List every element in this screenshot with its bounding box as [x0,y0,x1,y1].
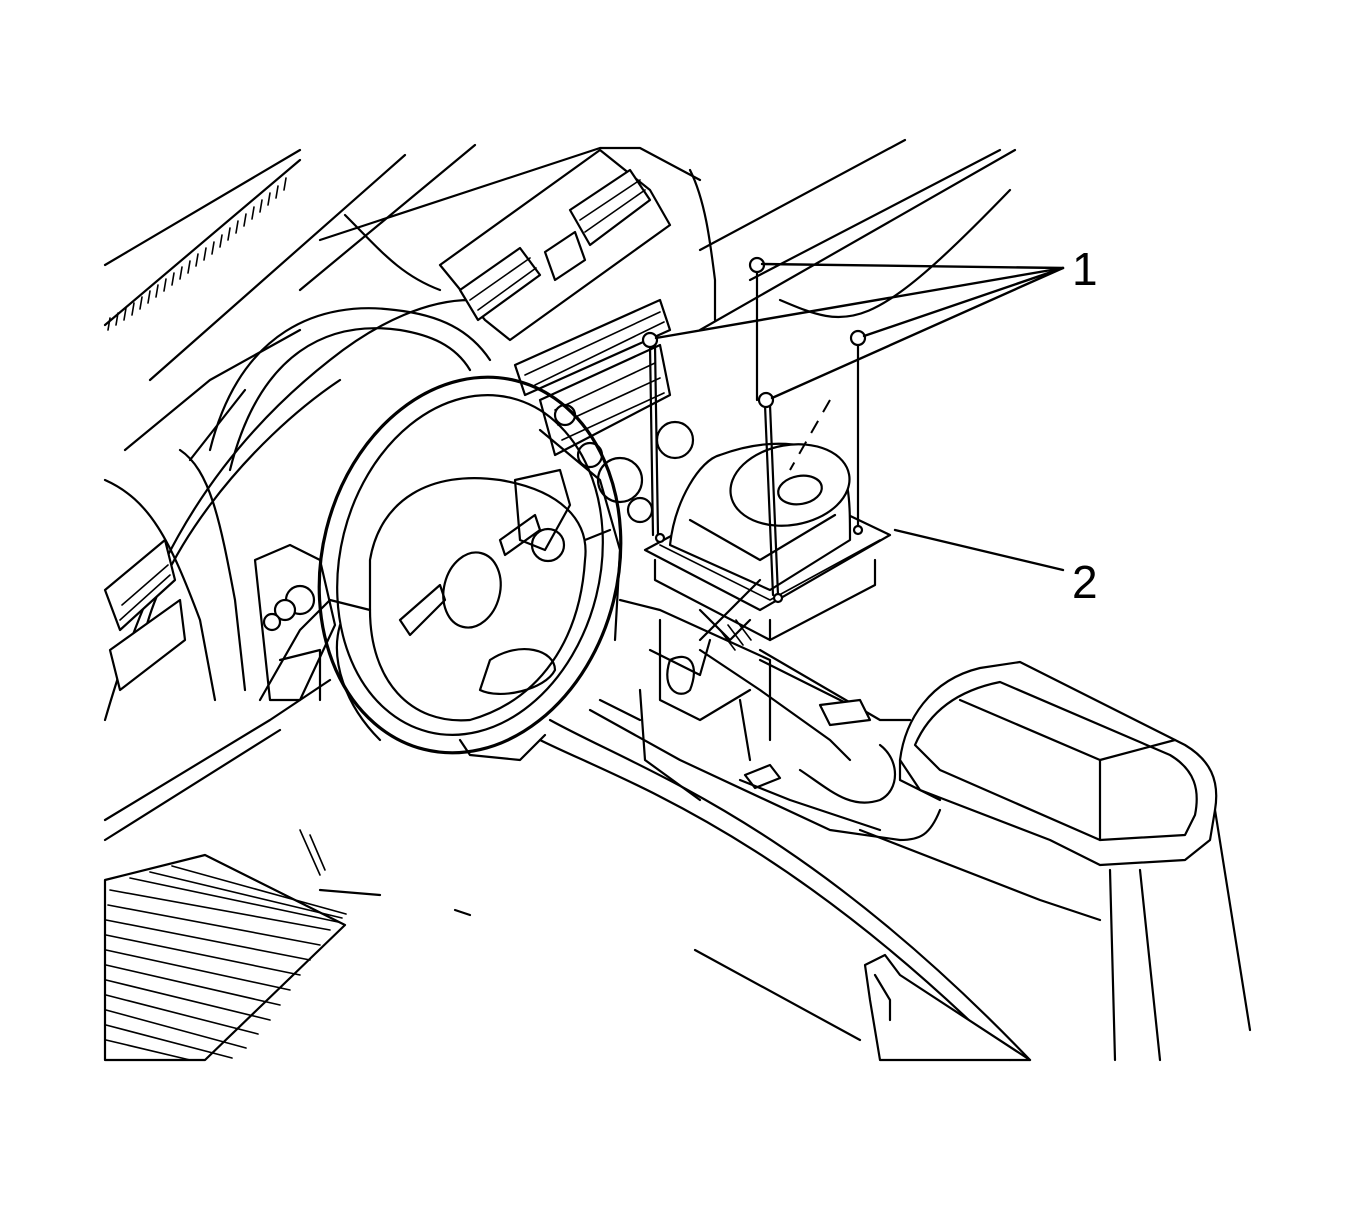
steering-wheel [317,375,623,762]
callout-leaders [654,262,1065,572]
bolt-front-left [641,331,659,349]
bolt-front-right [757,391,775,409]
steering-column [103,543,337,842]
trim-plate-bolts [641,256,867,604]
dashboard [103,138,1017,722]
floor-mat [103,829,472,1062]
defroster-grille [103,143,477,382]
center-stack [438,148,717,642]
leader-1a [760,262,1065,270]
callout-1: 1 [1072,243,1098,295]
leader-1b [654,266,1065,340]
leader-2 [893,528,1065,572]
leader-1d [770,266,1065,400]
center-console [538,648,1252,1062]
callout-2: 2 [1072,556,1098,608]
bolt-rear-right [849,329,867,347]
leader-1c [862,266,1065,338]
shifter-trim-plate [598,442,892,802]
